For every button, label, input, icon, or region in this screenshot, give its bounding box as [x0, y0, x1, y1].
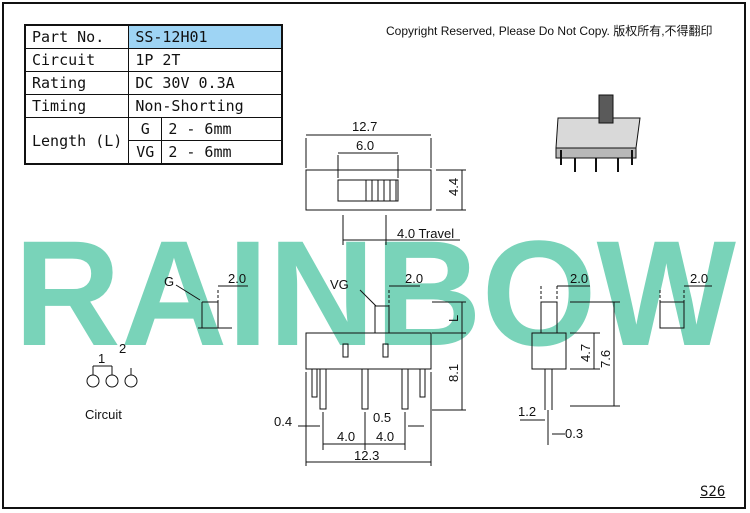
dim-l-label: L	[446, 315, 461, 322]
g-label: G	[128, 117, 163, 141]
rating-value: DC 30V 0.3A	[128, 71, 283, 95]
dim-height: 4.4	[446, 178, 461, 196]
timing-label: Timing	[24, 94, 130, 118]
circuit-row: Circuit 1P 2T	[24, 48, 283, 72]
circuit-symbol	[86, 365, 138, 388]
vg-value: 2 - 6mm	[161, 140, 283, 165]
dim-travel: 4.0 Travel	[397, 226, 454, 241]
dim-total: 12.3	[354, 448, 379, 463]
dim-side-2: 2.0	[690, 271, 708, 286]
dim-side-w1: 1.2	[518, 404, 536, 419]
dim-top-width: 12.7	[352, 119, 377, 134]
rating-label: Rating	[24, 71, 130, 95]
dim-slot-width: 6.0	[356, 138, 374, 153]
circuit-pin-1: 1	[98, 351, 105, 366]
page-number: S26	[700, 484, 726, 500]
length-label: Length (L)	[24, 117, 130, 165]
length-vg-row: VG 2 - 6mm	[25, 140, 283, 165]
circuit-pin-2: 2	[119, 341, 126, 356]
dim-side-1: 2.0	[570, 271, 588, 286]
front-view	[298, 285, 466, 466]
vg-label: VG	[330, 277, 349, 292]
circuit-label: Circuit	[85, 407, 122, 422]
dim-pin-right: 0.5	[373, 410, 391, 425]
dim-vg: 2.0	[405, 271, 423, 286]
dim-g: 2.0	[228, 271, 246, 286]
copyright-notice: Copyright Reserved, Please Do Not Copy. …	[386, 24, 713, 38]
side-detail	[659, 285, 712, 329]
watermark-text: RAINBOW	[14, 209, 736, 377]
rating-row: Rating DC 30V 0.3A	[24, 71, 283, 95]
side-view	[520, 285, 620, 445]
dim-pin-left: 0.4	[274, 414, 292, 429]
timing-value: Non-Shorting	[128, 94, 283, 118]
product-photo	[555, 94, 641, 172]
length-g-row: Length (L) G 2 - 6mm	[24, 117, 283, 165]
dim-pitch-1: 4.0	[337, 429, 355, 444]
g-detail	[175, 284, 248, 329]
dim-pitch-2: 4.0	[376, 429, 394, 444]
dim-side-h2: 7.6	[598, 350, 613, 368]
spec-table: Part No. SS-12H01 Circuit 1P 2T Rating D…	[24, 24, 284, 165]
part-no-label: Part No.	[24, 24, 130, 49]
dim-side-w2: 0.3	[565, 426, 583, 441]
timing-row: Timing Non-Shorting	[24, 94, 283, 118]
dim-side-h1: 4.7	[578, 344, 593, 362]
circuit-label: Circuit	[24, 48, 130, 72]
dim-body-height: 8.1	[446, 364, 461, 382]
top-view	[305, 134, 466, 245]
vg-label: VG	[128, 140, 163, 165]
g-value: 2 - 6mm	[161, 117, 283, 141]
g-label: G	[164, 274, 174, 289]
